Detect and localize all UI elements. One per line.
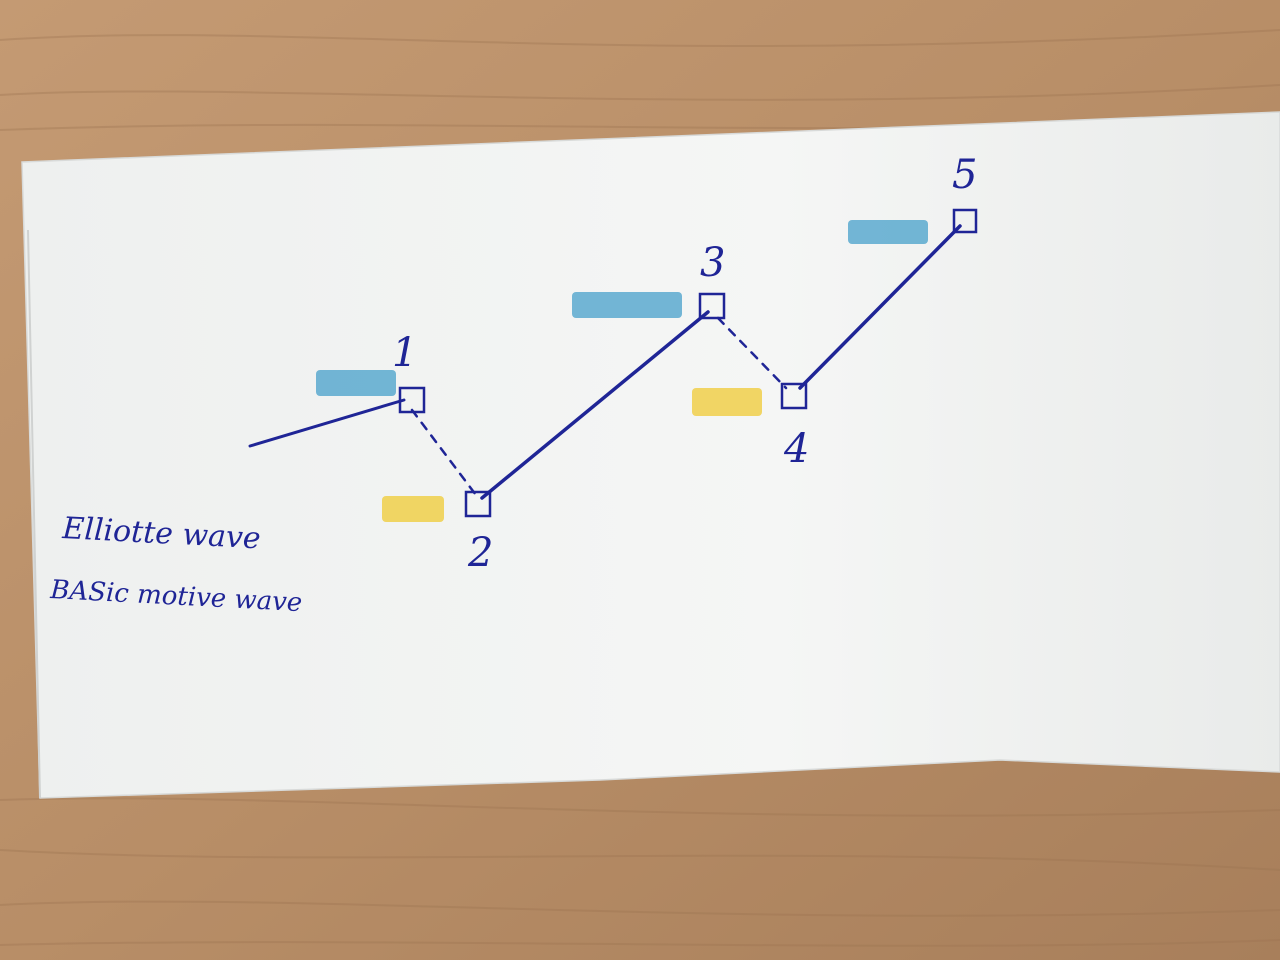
wave-segment-1-2 <box>410 408 478 497</box>
pivot-box-2 <box>464 490 492 518</box>
wave-segment-4-5 <box>798 224 962 390</box>
pivot-box-5 <box>952 208 978 234</box>
pivot-box-4 <box>780 382 808 410</box>
highlight-blue-1 <box>316 370 396 396</box>
pivot-box-3 <box>698 292 726 320</box>
wave-label-2: 2 <box>467 530 493 576</box>
pivot-box-1 <box>398 386 426 414</box>
wave-pivots <box>398 208 978 518</box>
wave-label-5: 5 <box>952 152 977 198</box>
highlight-blue-5 <box>848 220 928 244</box>
highlight-blue-3 <box>572 292 682 318</box>
marker-highlights <box>316 220 928 522</box>
wave-segment-2-3 <box>480 310 710 500</box>
wave-segment-start-1 <box>248 398 406 448</box>
paper-sheet <box>21 111 1280 799</box>
wave-segment-3-4 <box>716 316 788 390</box>
wave-label-3: 3 <box>700 240 725 286</box>
wood-grain <box>0 29 1280 947</box>
wave-label-1: 1 <box>392 330 417 376</box>
highlight-yellow-4 <box>692 388 762 416</box>
paper-fold-edge <box>27 229 41 799</box>
highlight-yellow-2 <box>382 496 444 522</box>
elliott-wave-lines <box>248 224 962 500</box>
wave-label-4: 4 <box>783 426 809 472</box>
